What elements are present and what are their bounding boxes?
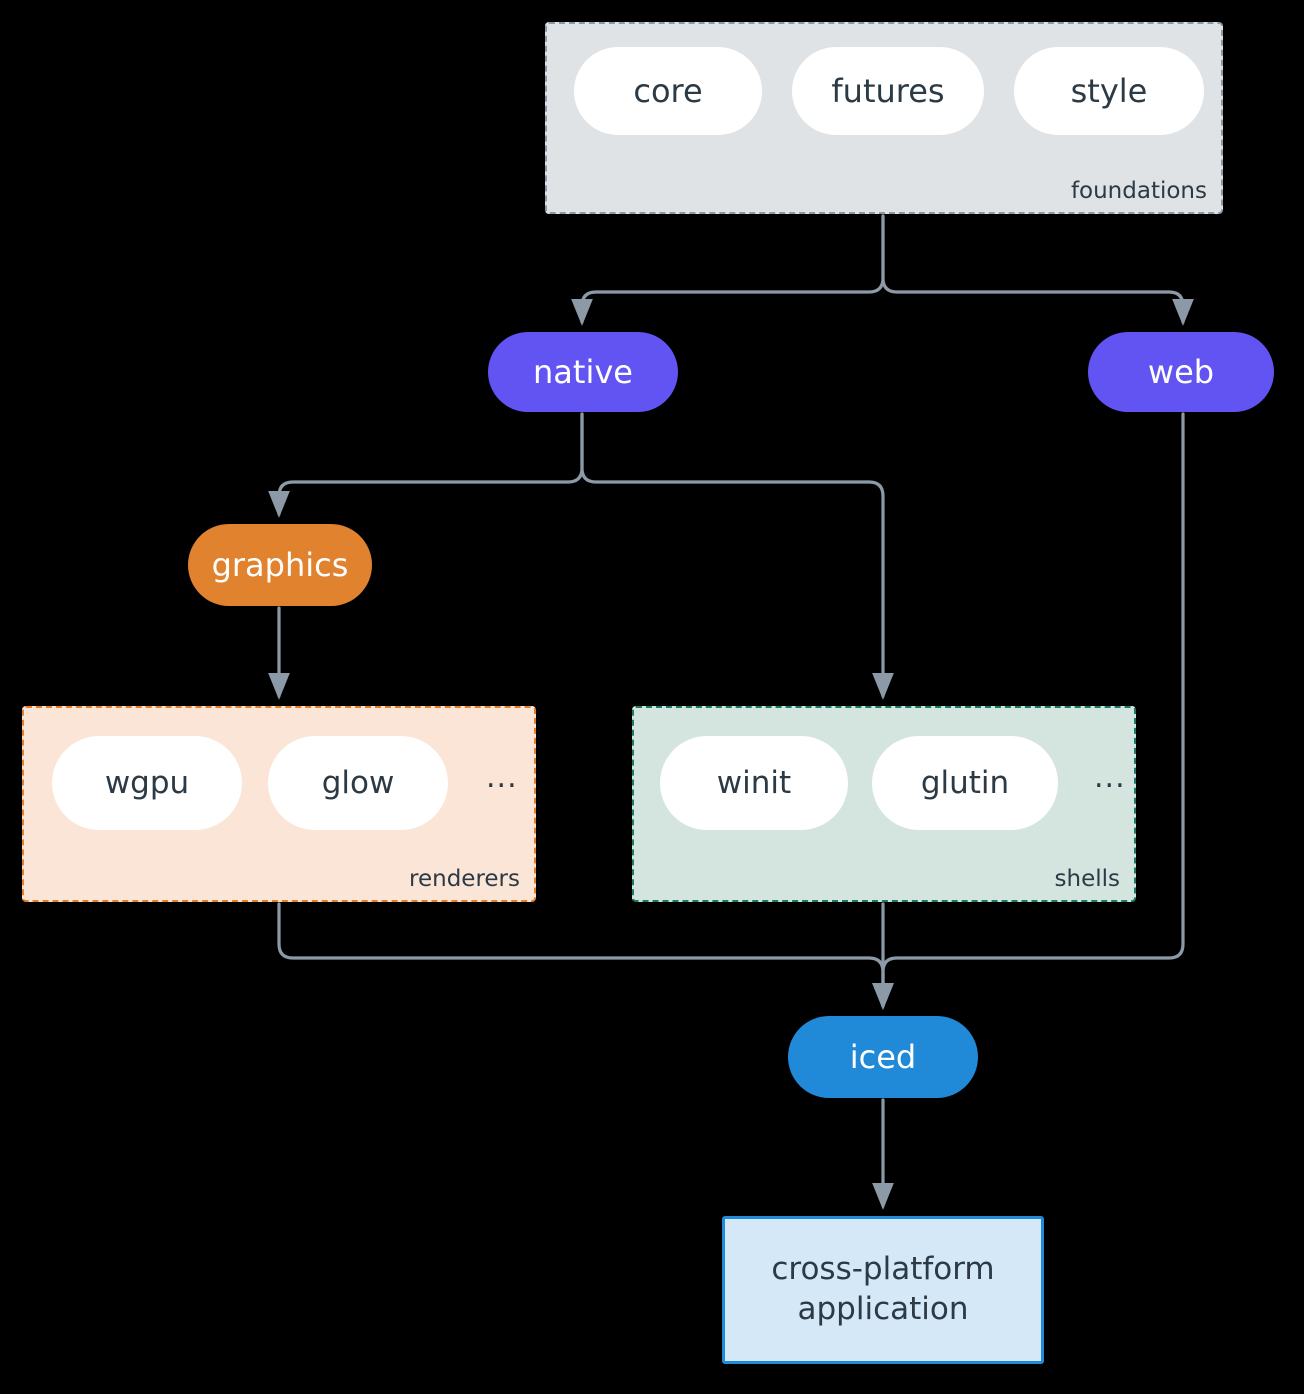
group-renderers: wgpu glow ... renderers <box>22 706 536 902</box>
pill-style[interactable]: style <box>1014 47 1204 135</box>
pill-glow[interactable]: glow <box>268 736 448 830</box>
group-foundations: core futures style foundations <box>545 22 1223 214</box>
pill-winit[interactable]: winit <box>660 736 848 830</box>
edge-renderers-iced <box>277 902 894 1010</box>
node-graphics[interactable]: graphics <box>188 524 372 606</box>
renderers-pill-row: wgpu glow ... <box>52 736 518 830</box>
renderers-ellipsis: ... <box>486 760 518 795</box>
edge-foundations-web <box>881 214 1194 326</box>
group-label-shells: shells <box>1054 866 1120 892</box>
group-label-renderers: renderers <box>409 866 520 892</box>
app-label-line1: cross-platform <box>771 1251 995 1288</box>
app-label-line2: application <box>797 1291 969 1327</box>
edge-native-graphics <box>268 412 584 518</box>
edge-foundations-native <box>571 214 885 326</box>
pill-glutin[interactable]: glutin <box>872 736 1058 830</box>
foundations-pill-row: core futures style <box>574 47 1204 135</box>
pill-wgpu[interactable]: wgpu <box>52 736 242 830</box>
shells-pill-row: winit glutin ... <box>660 736 1126 830</box>
group-shells: winit glutin ... shells <box>632 706 1136 902</box>
edge-web-iced <box>872 412 1185 1010</box>
pill-core[interactable]: core <box>574 47 762 135</box>
node-native[interactable]: native <box>488 332 678 412</box>
edge-native-shells <box>580 412 894 700</box>
shells-ellipsis: ... <box>1094 760 1126 795</box>
group-label-foundations: foundations <box>1070 178 1207 204</box>
node-iced[interactable]: iced <box>788 1016 978 1098</box>
node-web[interactable]: web <box>1088 332 1274 412</box>
node-cross-platform-application[interactable]: cross-platform application <box>722 1216 1044 1364</box>
pill-futures[interactable]: futures <box>792 47 984 135</box>
